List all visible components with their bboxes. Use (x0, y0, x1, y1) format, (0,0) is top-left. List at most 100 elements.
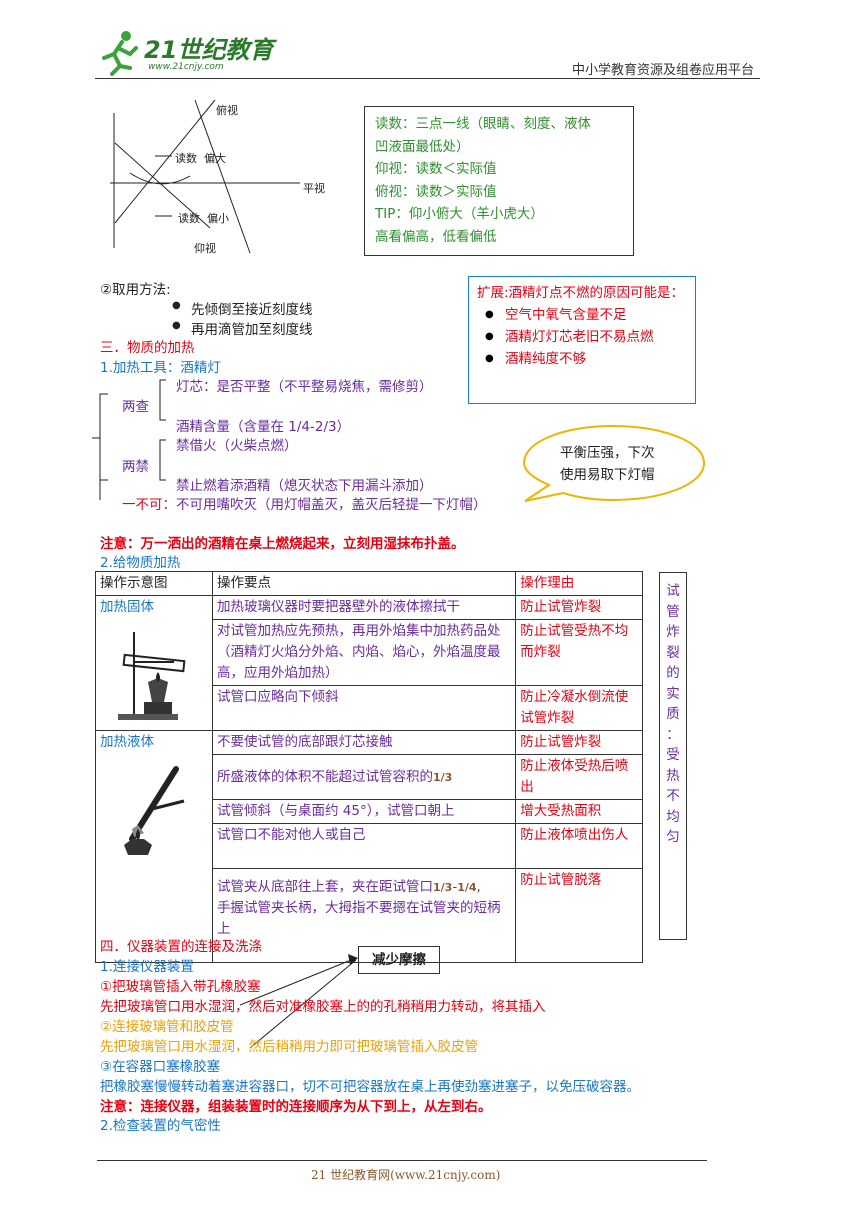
item3-text: 把橡胶塞慢慢转动着塞进容器口，切不可把容器放在桌上再使劲塞进塞子，以免压破容器。 (100, 1079, 640, 1095)
bubble-line2: 使用易取下灯帽 (560, 467, 655, 483)
reading-line: 俯视：读数＞实际值 (375, 183, 497, 200)
section3-sub2: 2.给物质加热 (100, 555, 181, 571)
reading-line: 高看偏高，低看偏低 (375, 228, 497, 245)
cracking-essence-box: 试 管 炸 裂 的 实 质 ： 受 热 不 均 匀 (659, 572, 687, 940)
reading-line: TIP：仰小俯大（羊小虎大） (375, 206, 544, 222)
take-method-item: 再用滴管加至刻度线 (191, 322, 313, 338)
solid-point: 对试管加热应先预热，再用外焰集中加热药品处（酒精灯火焰分外焰、内焰、焰心，外焰温… (211, 619, 517, 686)
side-char: 热 (666, 767, 680, 784)
cha-item: 灯芯：是否平整（不平整易烧焦，需修剪） (176, 379, 433, 395)
take-method-title: ②取用方法: (100, 282, 171, 298)
item2-text: 先把玻璃管口用水湿润，然后稍稍用力即可把玻璃管插入胶皮管 (100, 1039, 478, 1055)
table-header-row: 操作示意图 操作要点 操作理由 (95, 571, 643, 596)
assembly-note: 注意：连接仪器，组装装置时的连接顺序为从下到上，从左到右。 (100, 1099, 492, 1115)
logo-title: 21世纪教育 (144, 36, 274, 64)
fraction-one-third: 1/3 (432, 770, 453, 784)
extension-item: 酒精纯度不够 (477, 348, 687, 370)
fraction: 1/4 (457, 881, 477, 894)
liquid-reason: 防止试管炸裂 (515, 730, 643, 755)
liquid-reason: 防止液体喷出伤人 (515, 823, 643, 869)
table-header: 操作理由 (515, 571, 643, 596)
table-row: 试管夹从底部往上套，夹在距试管口1/3-1/4, 手握试管夹长柄，大拇指不要摁在… (96, 868, 643, 963)
table-row: 试管口不能对他人或自己 防止液体喷出伤人 (96, 823, 643, 869)
table-row: 对试管加热应先预热，再用外焰集中加热药品处（酒精灯火焰分外焰、内焰、焰心，外焰温… (96, 619, 643, 686)
liang-jin-label: 两禁 (122, 459, 149, 475)
table-row: 加热液体 不要使试管的底部跟灯芯接触 防止试管炸裂 (95, 730, 643, 963)
side-char: 匀 (666, 829, 680, 845)
extension-title: 扩展:酒精灯点不燃的原因可能是： (477, 285, 685, 301)
side-char: 均 (666, 808, 680, 825)
yi-bu-ke-text: ：不可用嘴吹灭（用灯帽盖灭，盖灭后轻提一下灯帽） (162, 497, 487, 513)
view-level-label: 平视 (303, 182, 325, 195)
liquid-point: 试管口不能对他人或自己 (211, 823, 517, 869)
solid-point: 试管口应略向下倾斜 (211, 685, 517, 731)
solid-reason: 防止试管炸裂 (515, 595, 643, 620)
header-divider (95, 78, 760, 79)
meniscus-diagram (110, 99, 300, 254)
extension-item: 空气中氧气含量不足 (477, 304, 687, 326)
read-low-label: 读数 偏小 (178, 212, 229, 225)
side-char: 实 (666, 685, 680, 702)
take-method-item: 先倾倒至接近刻度线 (191, 302, 313, 318)
liquid-label: 加热液体 (100, 734, 154, 750)
side-char: 炸 (666, 624, 680, 640)
extension-item: 酒精灯灯芯老旧不易点燃 (477, 326, 687, 348)
cha-item: 酒精含量（含量在 1/4-2/3） (176, 419, 351, 435)
side-char: 受 (666, 747, 680, 763)
solid-reason: 防止试管受热不均而炸裂 (515, 619, 643, 686)
liquid-cell: 加热液体 (95, 730, 213, 963)
solid-heating-illustration (118, 632, 186, 720)
section4-sub2: 2.检查装置的气密性 (100, 1118, 221, 1134)
table-row: 试管倾斜（与桌面约 45°），试管口朝上 增大受热面积 (96, 799, 643, 824)
bullet-icon: ● (172, 320, 181, 331)
side-char: 的 (666, 665, 680, 681)
heating-table: 操作示意图 操作要点 操作理由 加热固体 加热玻璃仪器时要把器壁外的液体擦拭干 … (95, 571, 643, 963)
yi-bu-ke-label: 一不可 (122, 497, 163, 513)
solid-cell: 加热固体 (95, 595, 213, 731)
callout-arrows (240, 954, 358, 1049)
view-top-label: 俯视 (216, 104, 238, 117)
section3-title: 三．物质的加热 (100, 340, 195, 356)
reading-line: 读数：三点一线（眼睛、刻度、液体 (375, 116, 591, 132)
table-row: 所盛液体的体积不能超过试管容积的1/3 防止液体受热后喷出 (96, 754, 643, 800)
liang-cha-label: 两查 (122, 399, 149, 415)
liquid-point: 不要使试管的底部跟灯芯接触 (211, 730, 517, 755)
liquid-reason: 防止试管脱落 (515, 868, 643, 963)
liquid-heating-illustration (124, 766, 185, 855)
speech-bubble (522, 424, 706, 502)
liquid-reason: 防止液体受热后喷出 (515, 754, 643, 800)
item3-title: ③在容器口塞橡胶塞 (100, 1059, 221, 1075)
jin-item: 禁止燃着添酒精（熄灭状态下用漏斗添加） (176, 478, 433, 494)
solid-label: 加热固体 (100, 599, 154, 615)
reading-rules-box: 读数：三点一线（眼睛、刻度、液体 凹液面最低处） 仰视：读数＜实际值 俯视：读数… (364, 106, 634, 256)
footer-divider (97, 1160, 707, 1161)
liquid-point-cell: 试管夹从底部往上套，夹在距试管口1/3-1/4, 手握试管夹长柄，大拇指不要摁在… (211, 868, 517, 963)
liquid-point: 试管倾斜（与桌面约 45°），试管口朝上 (211, 799, 517, 824)
side-char: 裂 (666, 644, 680, 661)
section4-title: 四．仪器装置的连接及洗涤 (100, 939, 262, 955)
bullet-icon: ● (172, 300, 181, 311)
footer-text: 21 世纪教育网(www.21cnjy.com) (311, 1168, 501, 1182)
section3-sub1: 1.加热工具：酒精灯 (100, 360, 221, 376)
solid-point: 加热玻璃仪器时要把器壁外的液体擦拭干 (211, 595, 517, 620)
section4-sub1: 1.连接仪器装置 (100, 959, 194, 975)
read-high-label: 读数 偏大 (175, 152, 226, 165)
extension-box: 扩展:酒精灯点不燃的原因可能是： 空气中氧气含量不足 酒精灯灯芯老旧不易点燃 酒… (468, 276, 696, 404)
side-char: 质 (666, 706, 680, 722)
bubble-line1: 平衡压强，下次 (560, 445, 655, 461)
solid-reason: 防止冷凝水倒流使试管炸裂 (515, 685, 643, 731)
liquid-point-cell: 所盛液体的体积不能超过试管容积的1/3 (211, 754, 517, 800)
side-char: 试 (666, 583, 680, 599)
table-header: 操作示意图 (95, 571, 213, 596)
fraction: 1/3 (432, 881, 453, 894)
side-char: ： (666, 726, 680, 743)
liquid-point: 试管夹从底部往上套，夹在距试管口 (216, 879, 433, 895)
brace-lines (92, 379, 166, 500)
jin-item: 禁借火（火柴点燃） (176, 438, 298, 454)
item1-title: ①把玻璃管插入带孔橡胶塞 (100, 979, 261, 995)
side-char: 不 (666, 788, 680, 804)
view-bottom-label: 仰视 (194, 242, 216, 255)
header-logo: 21世纪教育 www.21cnjy.com (96, 28, 276, 78)
liquid-point: 所盛液体的体积不能超过试管容积的 (216, 768, 433, 785)
yi-bu-ke-line: 一不可：不可用嘴吹灭（用灯帽盖灭，盖灭后轻提一下灯帽） (122, 493, 487, 513)
